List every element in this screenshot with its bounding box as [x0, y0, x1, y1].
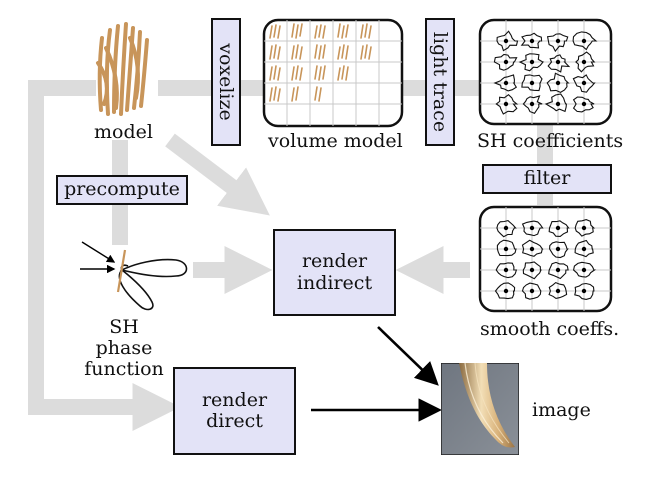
- sh-lobe-center: [581, 80, 587, 86]
- image-label: image: [532, 399, 591, 421]
- voxelize-label: voxelize: [215, 43, 237, 121]
- sh-lobe: [496, 239, 517, 257]
- sh-lobe-center: [503, 225, 509, 231]
- rendered-hair-image: [441, 363, 519, 455]
- sh-lobe: [496, 30, 519, 52]
- precompute-label: precompute: [64, 178, 180, 201]
- sh-lobe: [521, 220, 544, 237]
- sh-lobe: [496, 219, 517, 238]
- arrow-indirect-to-image: [377, 326, 439, 386]
- arrow-loop-to-render-direct: [28, 80, 181, 431]
- sh-lobe: [548, 281, 568, 299]
- sh-lobe-center: [555, 246, 561, 252]
- sh-lobe-center: [503, 101, 509, 107]
- sh-lobe: [548, 220, 570, 237]
- light-trace-label: light trace: [429, 31, 451, 133]
- sh-lobe-center: [555, 80, 561, 86]
- sh-lobe: [572, 74, 596, 93]
- sh-lobe-center: [503, 246, 509, 252]
- sh-lobe: [521, 239, 544, 257]
- sh-lobe-center: [581, 101, 587, 107]
- sh-lobe-center: [555, 225, 561, 231]
- sh-lobe-center: [555, 38, 561, 44]
- sh-lobe: [575, 51, 596, 73]
- sh-lobe-center: [529, 267, 535, 273]
- sh-lobe: [546, 72, 570, 94]
- filter-box: filter: [482, 164, 612, 194]
- sh-lobe: [522, 261, 542, 280]
- sh-lobe-center: [529, 246, 535, 252]
- sh-lobe: [572, 261, 597, 278]
- sh-lobe: [521, 282, 542, 300]
- sh-lobe-center: [555, 59, 561, 65]
- volume-model-grid: [262, 18, 404, 128]
- hair-model-icon: [96, 22, 149, 116]
- smooth-coeffs-grid: [478, 205, 613, 313]
- sh-lobe: [572, 31, 598, 51]
- sh-coefficients-label: SH coefficients: [477, 130, 624, 152]
- sh-lobe-center: [503, 80, 509, 86]
- sh-lobe: [574, 282, 595, 300]
- sh-lobe-center: [555, 267, 561, 273]
- arrow-model-to-render-indirect: [165, 133, 270, 216]
- sh-lobe: [544, 93, 568, 113]
- precompute-box: precompute: [56, 175, 188, 205]
- sh-lobe: [549, 241, 569, 259]
- render-direct-label: render direct: [201, 388, 268, 432]
- sh-lobe-center: [581, 267, 587, 273]
- volume-model-label: volume model: [268, 130, 403, 152]
- sh-lobe: [520, 32, 543, 49]
- render-direct-box: render direct: [173, 367, 296, 455]
- sh-lobe-center: [555, 101, 561, 107]
- sh-lobe: [548, 261, 569, 280]
- sh-phase-function-icon: [80, 241, 188, 311]
- sh-lobe-center: [529, 80, 535, 86]
- sh-lobe-center: [581, 246, 587, 252]
- sh-lobe: [522, 95, 543, 114]
- sh-phase-function-label: SH phase function: [84, 316, 164, 380]
- light-trace-box: light trace: [425, 18, 455, 146]
- sh-lobe-center: [581, 59, 587, 65]
- render-indirect-label: render indirect: [296, 250, 373, 294]
- sh-lobe: [493, 74, 518, 92]
- sh-lobe-center: [503, 267, 509, 273]
- sh-lobe: [546, 33, 569, 53]
- sh-lobe-center: [529, 59, 535, 65]
- sh-lobe: [494, 282, 516, 300]
- smooth-coeffs-label: smooth coeffs.: [480, 318, 620, 340]
- voxelize-box: voxelize: [211, 18, 241, 146]
- sh-lobe-center: [529, 101, 535, 107]
- sh-lobe-center: [503, 288, 509, 294]
- sh-lobe-center: [529, 225, 535, 231]
- sh-lobe-center: [503, 38, 509, 44]
- sh-lobe-center: [555, 288, 561, 294]
- sh-lobe-center: [529, 288, 535, 294]
- sh-coefficients-grid: [478, 18, 613, 126]
- sh-lobe-center: [503, 59, 509, 65]
- model-label: model: [94, 121, 153, 143]
- sh-lobe: [495, 262, 518, 279]
- sh-lobe: [521, 74, 543, 92]
- sh-lobe: [495, 93, 519, 115]
- render-indirect-box: render indirect: [273, 229, 396, 316]
- sh-lobe: [547, 54, 571, 73]
- sh-lobe: [574, 219, 596, 237]
- sh-lobe-center: [529, 38, 535, 44]
- sh-lobe-center: [581, 288, 587, 294]
- sh-lobe: [518, 53, 545, 72]
- sh-lobe: [574, 239, 594, 258]
- sh-lobe: [493, 53, 518, 71]
- sh-lobe-center: [581, 225, 587, 231]
- filter-label: filter: [523, 167, 571, 190]
- sh-lobe: [572, 96, 595, 113]
- sh-lobe-center: [581, 38, 587, 44]
